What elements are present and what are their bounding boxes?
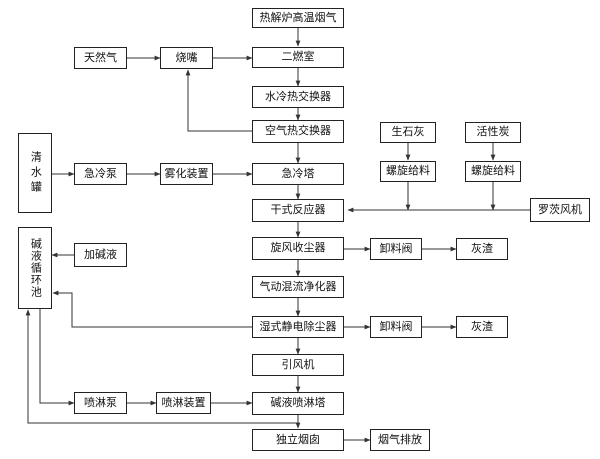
arrow-tower-return-to-tank	[25, 309, 299, 424]
node-quicklime: 生石灰	[380, 122, 436, 143]
node-clean-water-tank-label: 清水罐	[29, 150, 43, 196]
arrow-esp-to-alkali-tank	[52, 290, 252, 328]
node-spray-device: 喷淋装置	[156, 392, 211, 414]
node-secondary-chamber: 二燃室	[252, 47, 344, 68]
node-quench-pump-label: 急冷泵	[84, 166, 117, 180]
node-pyrolysis-gas: 热解炉高温烟气	[252, 8, 344, 28]
node-flue-discharge: 烟气排放	[370, 429, 430, 451]
node-spray-pump: 喷淋泵	[74, 392, 127, 414]
node-discharge-valve-2: 卸料阀	[370, 316, 422, 338]
node-ash-1: 灰渣	[456, 238, 508, 260]
node-air-hx-label: 空气热交换器	[265, 124, 331, 138]
node-id-fan: 引风机	[252, 354, 344, 376]
node-quench-tower: 急冷塔	[252, 163, 344, 185]
arrow-alkali-tank-to-spray-pump	[39, 308, 75, 406]
node-wet-esp: 湿式静电除尘器	[252, 316, 344, 338]
arrow-air-hx-to-burner	[185, 69, 252, 132]
node-wet-esp-label: 湿式静电除尘器	[259, 319, 337, 333]
node-water-hx-label: 水冷热交换器	[265, 89, 331, 103]
node-ash-1-label: 灰渣	[471, 241, 493, 255]
node-discharge-valve-2-label: 卸料阀	[379, 319, 413, 333]
node-id-fan-label: 引风机	[281, 357, 315, 371]
node-spray-device-label: 喷淋装置	[161, 395, 206, 409]
node-pyrolysis-gas-label: 热解炉高温烟气	[259, 10, 337, 24]
node-ash-2-label: 灰渣	[471, 319, 493, 333]
node-screw-feeder-1-label: 螺旋给料	[386, 164, 430, 178]
node-gas-cleaner: 气动混流净化器	[252, 276, 344, 298]
node-quench-tower-label: 急冷塔	[281, 166, 315, 180]
node-cyclone: 旋风收尘器	[252, 237, 344, 260]
node-alkali-tower: 碱液喷淋塔	[252, 392, 344, 415]
node-dry-reactor: 干式反应器	[252, 199, 344, 222]
node-screw-feeder-1: 螺旋给料	[380, 161, 436, 182]
node-secondary-chamber-label: 二燃室	[281, 50, 315, 64]
node-atomizer-label: 雾化装置	[164, 166, 209, 180]
node-air-hx: 空气热交换器	[252, 120, 344, 143]
node-screw-feeder-2-label: 螺旋给料	[471, 164, 515, 178]
node-screw-feeder-2: 螺旋给料	[465, 161, 521, 182]
node-dry-reactor-label: 干式反应器	[270, 203, 326, 217]
node-activated-carbon: 活性炭	[465, 122, 521, 143]
node-alkali-tank: 碱液循环池	[18, 227, 52, 309]
node-clean-water-tank: 清水罐	[18, 133, 52, 213]
node-ash-2: 灰渣	[456, 316, 508, 338]
node-burner: 烧嘴	[160, 47, 213, 69]
node-flue-discharge-label: 烟气排放	[378, 432, 422, 446]
node-stack: 独立烟囱	[252, 429, 344, 451]
node-quicklime-label: 生石灰	[391, 125, 425, 139]
node-spray-pump-label: 喷淋泵	[84, 395, 117, 409]
node-add-alkali-label: 加碱液	[84, 247, 117, 261]
node-gas-cleaner-label: 气动混流净化器	[259, 279, 337, 293]
node-add-alkali: 加碱液	[74, 243, 127, 267]
node-alkali-tower-label: 碱液喷淋塔	[270, 396, 326, 410]
node-natural-gas: 天然气	[74, 47, 127, 69]
node-burner-label: 烧嘴	[175, 50, 198, 64]
node-natural-gas-label: 天然气	[84, 50, 117, 64]
node-discharge-valve-1: 卸料阀	[370, 238, 422, 260]
node-stack-label: 独立烟囱	[276, 432, 320, 446]
node-discharge-valve-1-label: 卸料阀	[379, 241, 413, 255]
node-water-hx: 水冷热交换器	[252, 86, 344, 108]
node-cyclone-label: 旋风收尘器	[270, 241, 326, 255]
node-roots-blower-label: 罗茨风机	[538, 202, 582, 216]
node-activated-carbon-label: 活性炭	[476, 125, 510, 139]
node-atomizer: 雾化装置	[160, 163, 213, 185]
node-roots-blower: 罗茨风机	[530, 198, 590, 222]
node-quench-pump: 急冷泵	[74, 163, 127, 185]
node-alkali-tank-label: 碱液循环池	[29, 238, 43, 298]
